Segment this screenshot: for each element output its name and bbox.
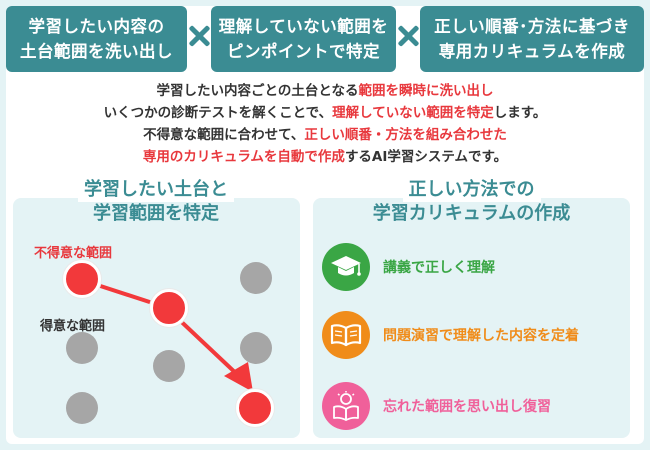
method-item-label: 講義で正しく理解 <box>383 260 495 276</box>
description-highlight: 正しい順番・方法を組み合わせた <box>304 127 507 143</box>
curriculum-title-line1: 正しい方法での <box>402 178 541 202</box>
feature-box-extract-line2: 土台範囲を洗い出し <box>20 42 173 61</box>
method-item-label: 問題演習で理解した内容を定着 <box>383 328 579 344</box>
feature-box-identify: 理解していない範囲を ピンポイントで特定 <box>211 6 396 72</box>
weak-range-label: 不得意な範囲 <box>34 246 113 261</box>
curriculum-panel-title: 正しい方法での 学習カリキュラムの作成 <box>313 178 630 226</box>
open-book-icon <box>322 311 370 359</box>
strong-range-dot <box>240 262 272 294</box>
method-item-label: 忘れた範囲を思い出し復習 <box>383 399 551 415</box>
identify-title-line1: 学習したい土台と <box>78 178 234 202</box>
lightbulb-book-icon <box>322 382 370 430</box>
strong-range-dot <box>66 392 98 424</box>
description-text: 学習したい内容ごとの土台となる <box>156 83 359 99</box>
weak-range-dot <box>63 260 101 298</box>
method-item-review: 忘れた範囲を思い出し復習 <box>322 382 551 430</box>
description-text: するAI学習システムです。 <box>344 149 508 165</box>
curriculum-title-line2: 学習カリキュラムの作成 <box>372 203 571 224</box>
identify-title-line2: 学習範囲を特定 <box>93 203 219 224</box>
feature-box-curriculum: 正しい順番･方法に基づき 専用カリキュラムを作成 <box>420 6 644 72</box>
strong-range-dot <box>66 332 98 364</box>
description-line-1: 学習したい内容ごとの土台となる範囲を瞬時に洗い出し <box>0 80 650 102</box>
feature-box-curriculum-line1: 正しい順番･方法に基づき <box>434 17 630 36</box>
description-line-2: いくつかの診断テストを解くことで、理解していない範囲を特定します。 <box>0 102 650 124</box>
feature-box-identify-line2: ピンポイントで特定 <box>227 42 380 61</box>
description-line-3: 不得意な範囲に合わせて、正しい順番・方法を組み合わせた <box>0 124 650 146</box>
description-text: します。 <box>493 105 547 121</box>
identify-panel-title: 学習したい土台と 学習範囲を特定 <box>0 178 312 226</box>
method-item-practice: 問題演習で理解した内容を定着 <box>322 311 579 359</box>
weak-range-dot <box>236 389 274 427</box>
description-highlight: 範囲を瞬時に洗い出し <box>358 83 494 99</box>
graduation-cap-icon <box>322 243 370 291</box>
strong-range-dot <box>240 332 272 364</box>
strong-range-dot <box>153 350 185 382</box>
description-highlight: 理解していない範囲を特定 <box>332 105 494 121</box>
description-text: 不得意な範囲に合わせて、 <box>143 127 305 143</box>
description-line-4: 専用のカリキュラムを自動で作成するAI学習システムです。 <box>0 146 650 168</box>
description-text: いくつかの診断テストを解くことで、 <box>103 105 333 121</box>
arrowhead-icon <box>224 362 253 392</box>
strong-range-label: 得意な範囲 <box>40 319 106 334</box>
feature-box-identify-line1: 理解していない範囲を <box>218 17 389 36</box>
feature-box-extract-line1: 学習したい内容の <box>28 17 165 36</box>
feature-box-curriculum-line2: 専用カリキュラムを作成 <box>438 42 626 61</box>
description-highlight: 専用のカリキュラムを自動で作成 <box>142 149 345 165</box>
method-item-lecture: 講義で正しく理解 <box>322 243 495 291</box>
weak-range-dot <box>150 289 188 327</box>
path-line-2 <box>169 310 243 380</box>
feature-box-extract: 学習したい内容の 土台範囲を洗い出し <box>6 6 187 72</box>
description: 学習したい内容ごとの土台となる範囲を瞬時に洗い出し いくつかの診断テストを解くこ… <box>0 80 650 168</box>
